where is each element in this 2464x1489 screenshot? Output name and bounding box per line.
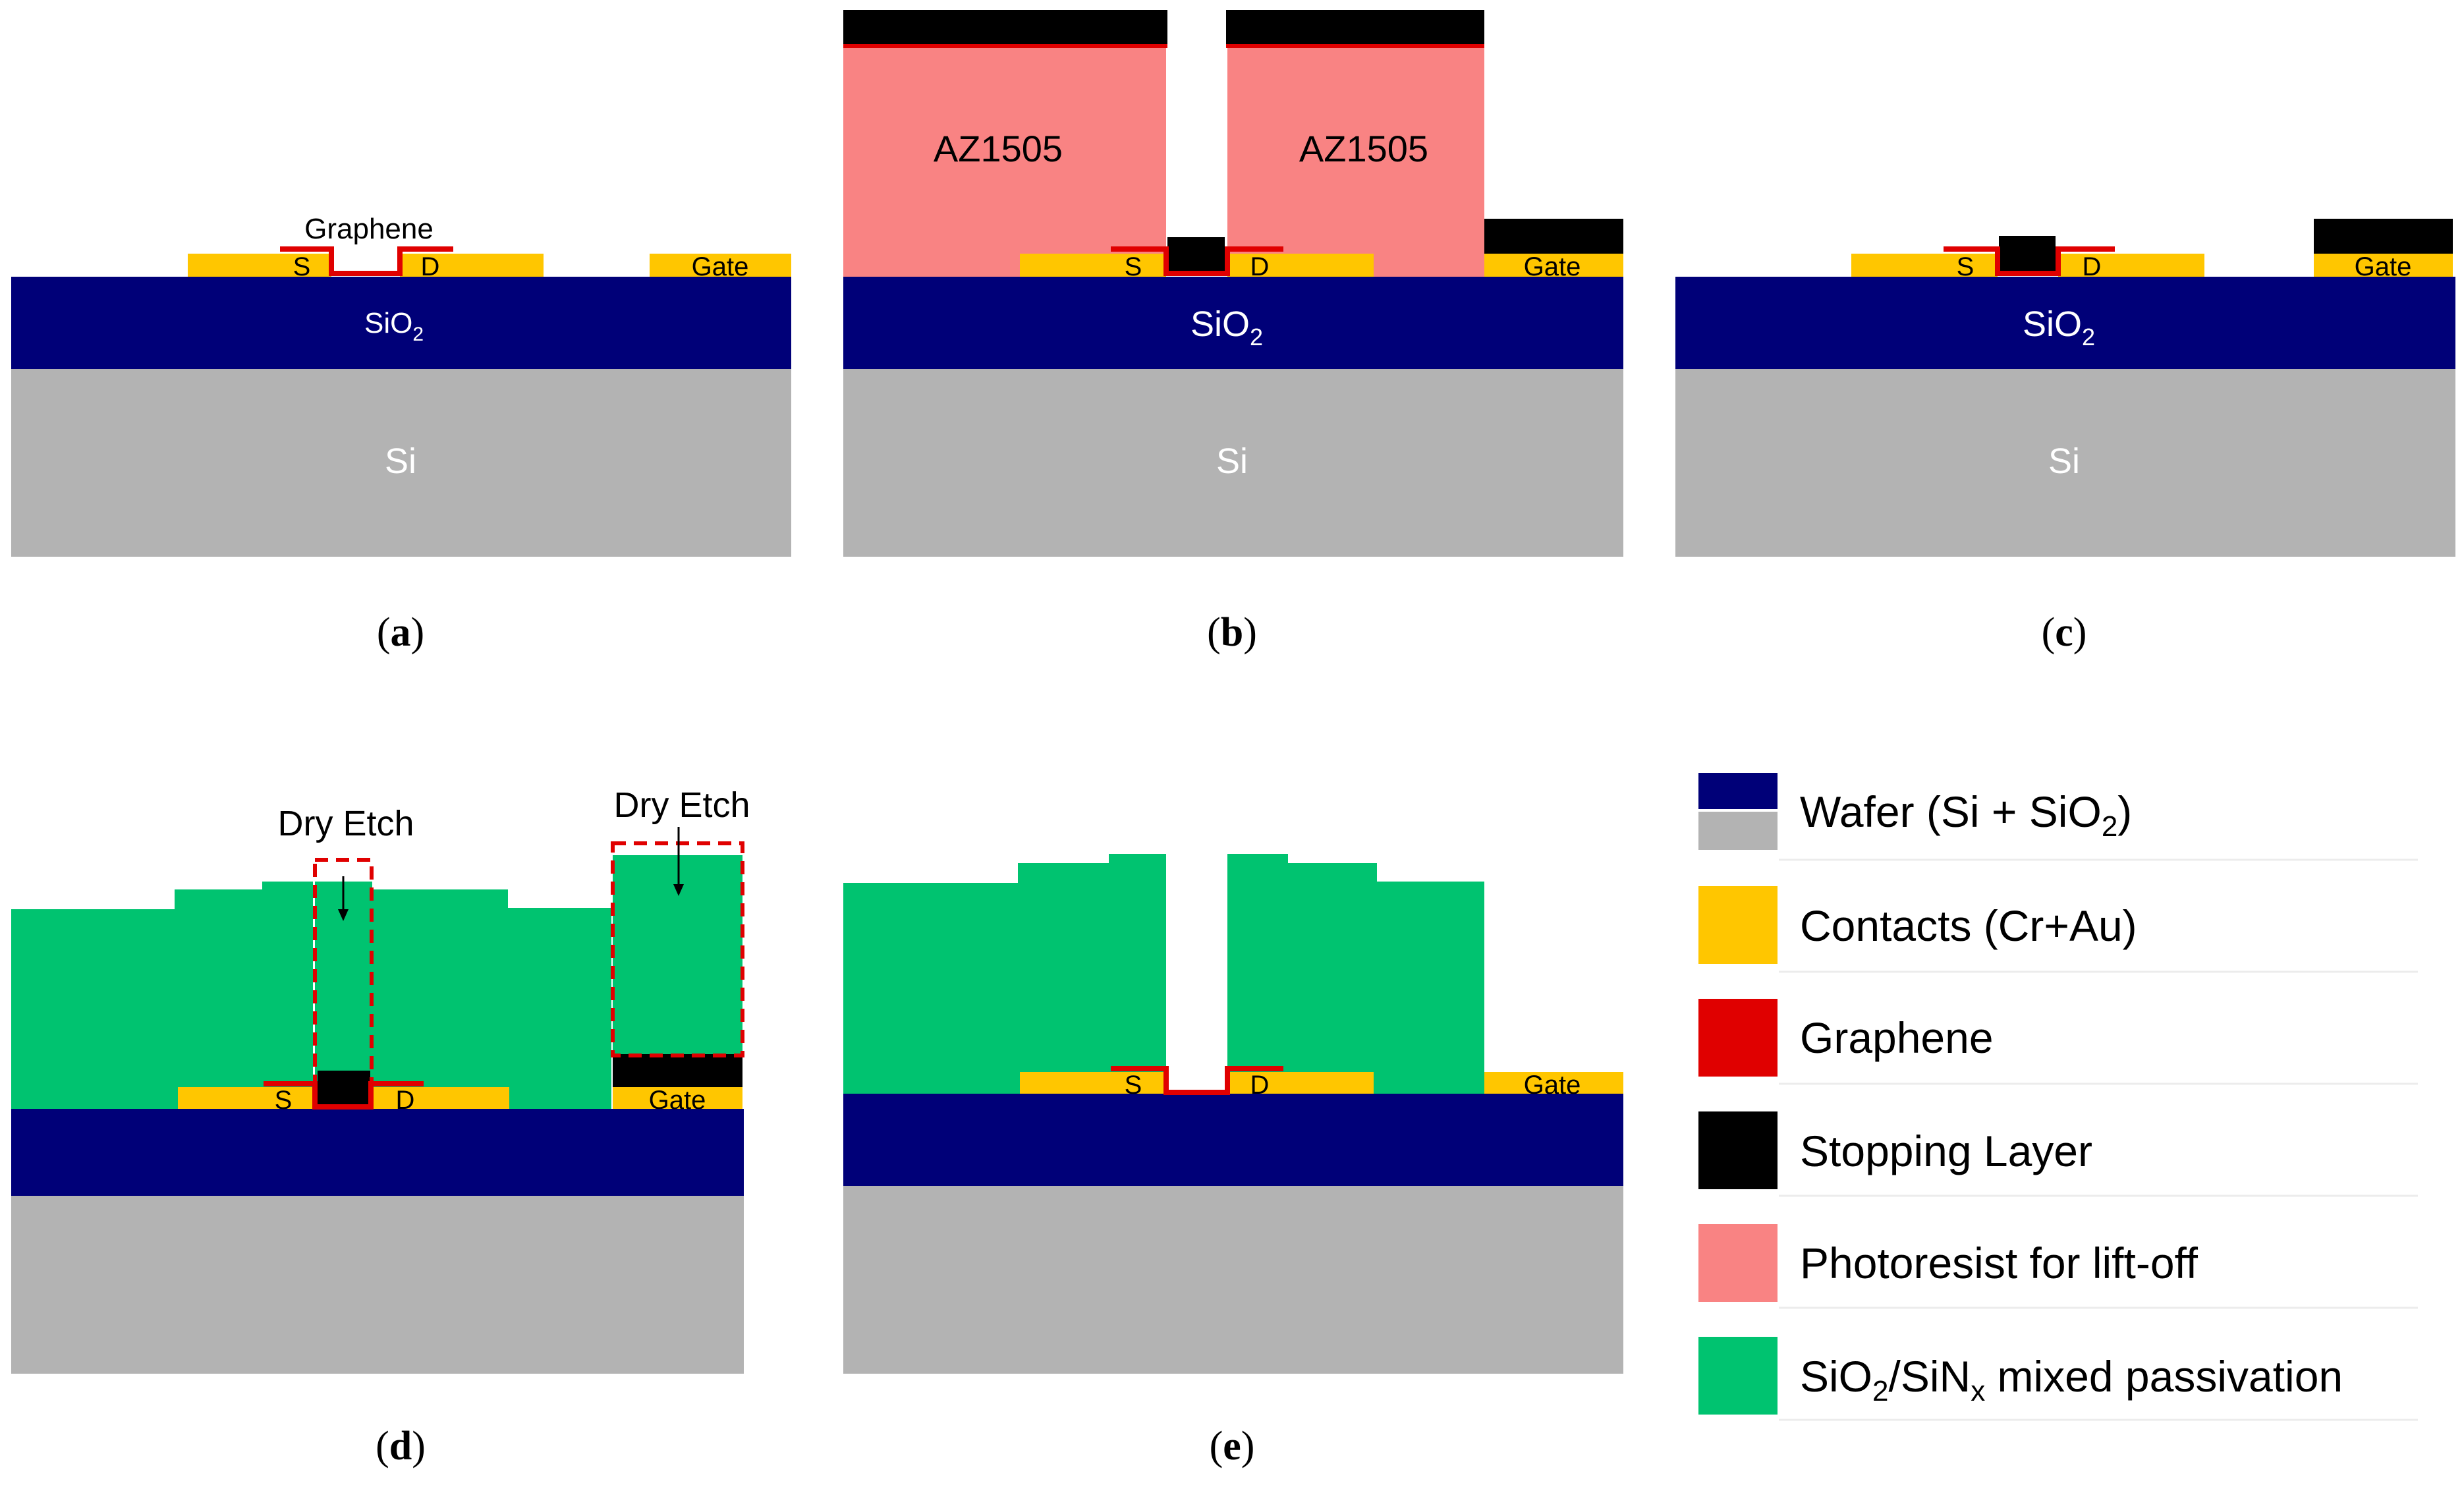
- gate-contact: [650, 254, 791, 277]
- panel-b: AZ1505 AZ1505 S D Gate SiO2 Si: [843, 10, 1623, 557]
- legend-swatch-passivation: [1698, 1337, 1778, 1415]
- dry-etch-box-channel: [313, 858, 374, 1109]
- graphene-channel: [280, 246, 453, 276]
- resist-label-right: AZ1505: [1299, 128, 1428, 169]
- drain-contact: [2058, 254, 2204, 277]
- source-contact: [1851, 254, 1998, 277]
- graphene-channel: [1111, 246, 1283, 276]
- panel-a: Graphene S D Gate SiO2 Si: [11, 213, 791, 557]
- legend-swatch-wafer-sio2: [1698, 773, 1778, 809]
- caption-a: (a): [377, 610, 424, 655]
- legend-label-wafer: Wafer (Si + SiO2): [1800, 787, 2132, 843]
- resist-label-left: AZ1505: [934, 128, 1063, 169]
- passivation-left: [843, 854, 1166, 1094]
- sio2-layer: [11, 1109, 744, 1196]
- legend-swatch-graphene: [1698, 999, 1778, 1077]
- gate-contact: [1484, 1072, 1623, 1094]
- sio2-label: SiO2: [1190, 304, 1263, 351]
- source-label: S: [1957, 252, 1974, 281]
- sio2-label: SiO2: [2023, 304, 2095, 351]
- gate-stopping-layer: [1484, 219, 1623, 254]
- si-label: Si: [385, 441, 416, 481]
- sio2-label: SiO2: [364, 307, 424, 345]
- etch-arrow-gate-head: [673, 884, 684, 896]
- panel-c: S D Gate SiO2 Si: [1675, 219, 2455, 557]
- drain-label: D: [1250, 1071, 1270, 1100]
- drain-contact: [371, 1087, 509, 1109]
- gate-contact: [2314, 254, 2453, 277]
- dry-etch-label-gate: Dry Etch: [613, 785, 750, 825]
- si-label: Si: [2048, 441, 2080, 481]
- drain-label: D: [1250, 252, 1270, 281]
- caption-b: (b): [1207, 610, 1257, 655]
- legend: Wafer (Si + SiO2) Contacts (Cr+Au) Graph…: [1698, 773, 2418, 1421]
- drain-contact: [400, 254, 544, 277]
- si-substrate: [11, 1196, 744, 1374]
- gate-label: Gate: [649, 1086, 706, 1115]
- etch-arrow-channel-head: [338, 909, 349, 921]
- gate-label: Gate: [2355, 252, 2412, 281]
- source-contact: [1020, 254, 1166, 277]
- gate-contact: [613, 1087, 742, 1109]
- graphene-channel: [1111, 1066, 1283, 1095]
- source-contact: [188, 254, 331, 277]
- legend-label-photoresist: Photoresist for lift-off: [1800, 1239, 2198, 1287]
- si-substrate: [1675, 369, 2455, 557]
- dry-etch-label-channel: Dry Etch: [277, 804, 414, 843]
- gate-contact: [1484, 254, 1623, 277]
- source-label: S: [275, 1086, 293, 1115]
- source-label: S: [1125, 252, 1142, 281]
- gate-label: Gate: [1524, 252, 1581, 281]
- drain-label: D: [396, 1086, 415, 1115]
- legend-swatch-photoresist: [1698, 1224, 1778, 1302]
- resist-top-stop-left: [843, 10, 1167, 45]
- legend-swatch-wafer-si: [1698, 812, 1778, 850]
- si-substrate: [843, 1186, 1623, 1374]
- panel-e: S D Gate: [843, 854, 1623, 1374]
- gate-stopping-layer: [613, 1054, 742, 1087]
- sio2-layer: [11, 277, 791, 369]
- source-contact: [178, 1087, 316, 1109]
- si-substrate: [843, 369, 1623, 557]
- legend-label-contacts: Contacts (Cr+Au): [1800, 901, 2137, 950]
- legend-label-graphene: Graphene: [1800, 1013, 1994, 1062]
- drain-contact: [1227, 1072, 1374, 1094]
- si-label: Si: [1216, 441, 1248, 481]
- source-contact: [1020, 1072, 1166, 1094]
- graphene-channel: [264, 1081, 424, 1110]
- source-label: S: [1125, 1071, 1142, 1100]
- gate-label: Gate: [692, 252, 749, 281]
- graphene-channel: [1944, 246, 2115, 276]
- channel-stopping-layer: [1167, 237, 1225, 273]
- passivation-layer: [11, 855, 742, 1109]
- drain-contact: [1227, 254, 1374, 277]
- drain-label: D: [2083, 252, 2102, 281]
- photoresist-left: [843, 43, 1166, 277]
- photoresist-right: [1227, 43, 1484, 277]
- sio2-layer: [843, 277, 1623, 369]
- drain-label: D: [421, 252, 440, 281]
- channel-stopping-layer: [1999, 236, 2056, 273]
- legend-swatch-stopping: [1698, 1111, 1778, 1189]
- legend-swatch-contacts: [1698, 886, 1778, 964]
- passivation-right: [1227, 854, 1484, 1094]
- sio2-layer: [843, 1094, 1623, 1186]
- caption-e: (e): [1210, 1424, 1255, 1469]
- caption-d: (d): [376, 1424, 426, 1469]
- source-label: S: [293, 252, 311, 281]
- legend-label-stopping: Stopping Layer: [1800, 1127, 2092, 1175]
- resist-top-stop-right: [1226, 10, 1484, 45]
- si-substrate: [11, 369, 791, 557]
- legend-label-passivation: SiO2/SiNx mixed passivation: [1800, 1352, 2343, 1407]
- sio2-layer: [1675, 277, 2455, 369]
- panel-d: Dry Etch Dry Etch S D Gate: [11, 785, 750, 1374]
- graphene-label: Graphene: [304, 213, 434, 245]
- gate-label: Gate: [1524, 1071, 1581, 1100]
- caption-c: (c): [2042, 610, 2087, 655]
- gate-stopping-layer: [2314, 219, 2453, 254]
- channel-stopping-layer: [318, 1071, 370, 1107]
